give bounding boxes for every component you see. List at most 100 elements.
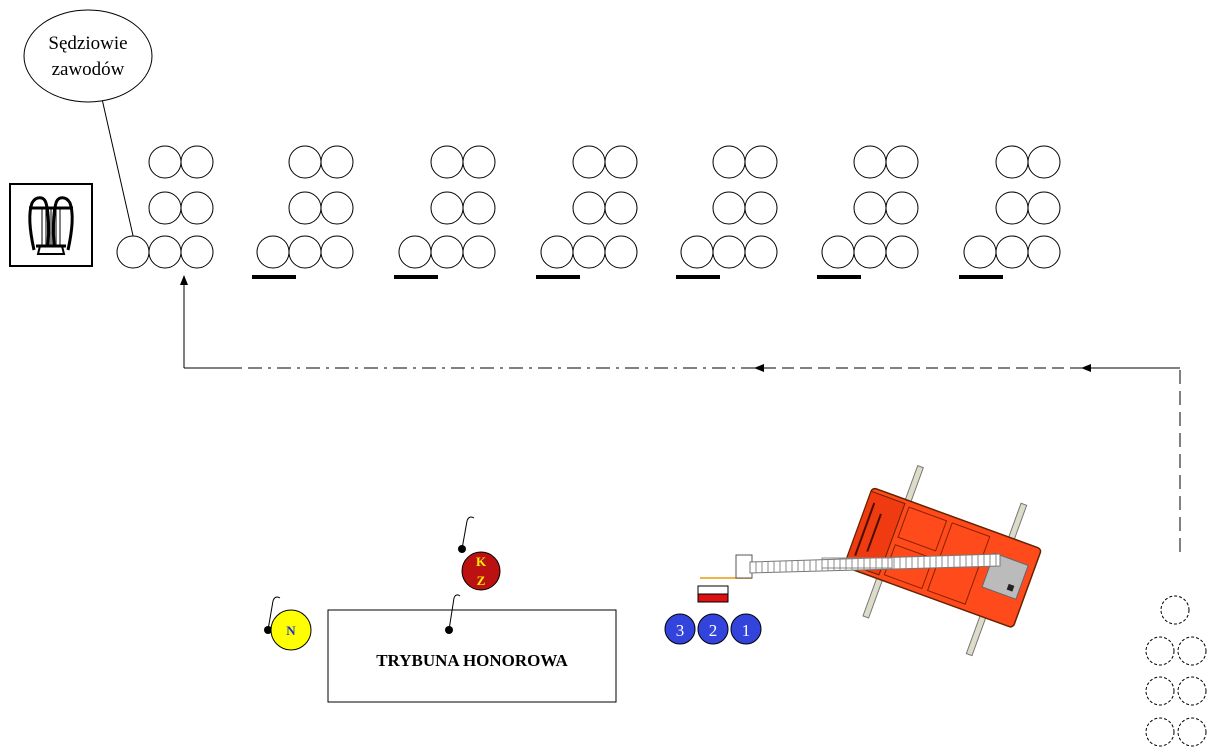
member-circle	[180, 235, 214, 269]
commander-letter-top: K	[476, 554, 487, 569]
honor-stand-label: TRYBUNA HONOROWA	[376, 651, 568, 670]
squad-7	[959, 145, 1061, 279]
leader-circle	[398, 235, 432, 269]
member-circle	[320, 145, 354, 179]
band-emblem-box	[9, 183, 93, 267]
member-circle	[1027, 235, 1061, 269]
reserve-circle	[1177, 717, 1207, 747]
reserve-circle	[1145, 717, 1175, 747]
ladder-rescue-line	[700, 554, 753, 579]
leader-circle	[963, 235, 997, 269]
member-circle	[288, 235, 322, 269]
leader-circle	[256, 235, 290, 269]
reserve-circle	[1177, 676, 1207, 706]
commander-mic-dot	[458, 545, 466, 553]
member-circle	[430, 145, 464, 179]
squad-2	[252, 145, 354, 279]
n-mic-dot	[264, 626, 272, 634]
crew-label-2: 2	[709, 621, 718, 640]
member-circle	[744, 145, 778, 179]
honor-stand-box	[327, 609, 617, 703]
commander-circle	[461, 551, 501, 591]
member-circle	[572, 235, 606, 269]
member-circle	[430, 191, 464, 225]
leader-circle	[540, 235, 574, 269]
poland-flag-icon	[697, 585, 729, 603]
crew-circle-2	[697, 613, 729, 645]
member-circle	[572, 191, 606, 225]
member-circle	[320, 235, 354, 269]
member-circle	[604, 145, 638, 179]
squad-5	[676, 145, 778, 279]
honor-stand-microphone	[445, 594, 461, 634]
callout-ellipse	[23, 9, 153, 103]
reserve-circle	[1145, 636, 1175, 666]
member-circle	[148, 235, 182, 269]
member-circle	[148, 145, 182, 179]
member-circle	[995, 191, 1029, 225]
crew-markers: 3 2 1	[664, 613, 762, 645]
member-circle	[853, 191, 887, 225]
member-circle	[180, 191, 214, 225]
member-circle	[462, 235, 496, 269]
commander-letter-bottom: Z	[477, 573, 486, 588]
member-circle	[462, 191, 496, 225]
callout-text-line1: Sędziowie	[48, 33, 127, 54]
crew-label-1: 1	[742, 621, 751, 640]
squad-3	[394, 145, 496, 279]
member-circle	[1027, 145, 1061, 179]
n-label: N	[286, 623, 296, 638]
member-circle	[288, 145, 322, 179]
member-circle	[853, 235, 887, 269]
reserve-group	[1145, 595, 1207, 747]
leader-circle	[116, 235, 150, 269]
member-circle	[885, 145, 919, 179]
lyre-icon	[28, 196, 74, 255]
callout-pointer-line	[99, 89, 135, 241]
member-circle	[885, 191, 919, 225]
member-circle	[712, 235, 746, 269]
member-circle	[712, 145, 746, 179]
truck-ladder	[749, 553, 1001, 574]
member-circle	[995, 235, 1029, 269]
commander-mic-head	[466, 516, 475, 522]
march-route	[180, 275, 1181, 552]
squad-1	[116, 145, 214, 269]
reserve-circle	[1145, 676, 1175, 706]
member-circle	[462, 145, 496, 179]
leader-circle	[821, 235, 855, 269]
member-circle	[572, 145, 606, 179]
crew-circle-3	[664, 613, 696, 645]
leader-circle	[680, 235, 714, 269]
member-circle	[430, 235, 464, 269]
squad-4	[536, 145, 638, 279]
member-circle	[853, 145, 887, 179]
reserve-circle	[1160, 595, 1190, 625]
judges-callout: Sędziowie zawodów	[23, 9, 153, 241]
formation-squads	[116, 145, 1061, 279]
n-circle	[270, 609, 312, 651]
member-circle	[712, 191, 746, 225]
commander-mic-stem	[461, 520, 468, 550]
member-circle	[744, 191, 778, 225]
squad-6	[817, 145, 919, 279]
member-circle	[744, 235, 778, 269]
commander-marker: K Z	[458, 516, 501, 591]
crew-circle-1	[730, 613, 762, 645]
crew-label-3: 3	[676, 621, 685, 640]
callout-text-line2: zawodów	[52, 59, 125, 80]
honor-stand: TRYBUNA HONOROWA	[327, 594, 617, 703]
reserve-circle	[1177, 636, 1207, 666]
n-mic-head	[272, 596, 281, 602]
n-mic-stem	[267, 600, 274, 631]
member-circle	[180, 145, 214, 179]
member-circle	[148, 191, 182, 225]
member-circle	[604, 235, 638, 269]
member-circle	[604, 191, 638, 225]
member-circle	[885, 235, 919, 269]
member-circle	[1027, 191, 1061, 225]
n-marker: N	[264, 596, 312, 651]
member-circle	[320, 191, 354, 225]
member-circle	[995, 145, 1029, 179]
